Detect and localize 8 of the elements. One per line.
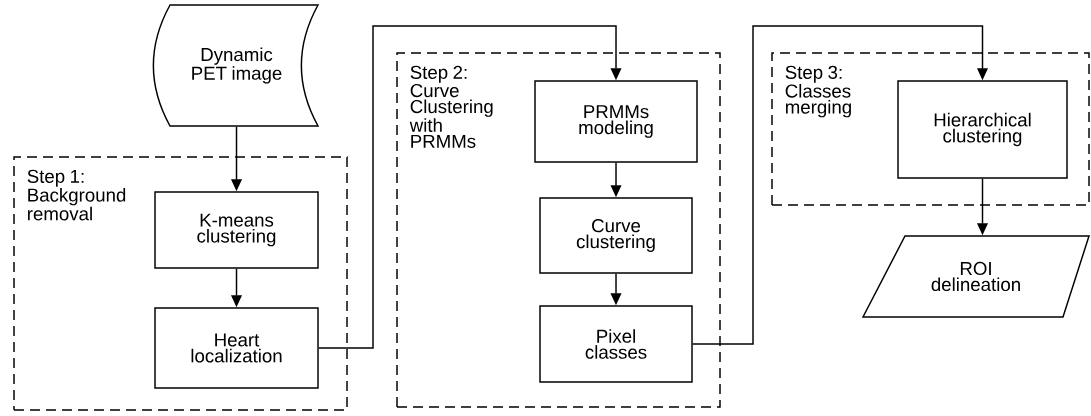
process-box: Curve clustering [539,197,693,274]
process-box: Pixel classes [539,305,693,383]
arrow [692,25,989,345]
process-box: PRMMs modeling [534,80,698,163]
process-box: K-means clustering [154,191,319,269]
process-box: Hierarchical clustering [897,80,1068,179]
process-box: Heart localization [154,307,319,389]
arrow [318,25,622,349]
